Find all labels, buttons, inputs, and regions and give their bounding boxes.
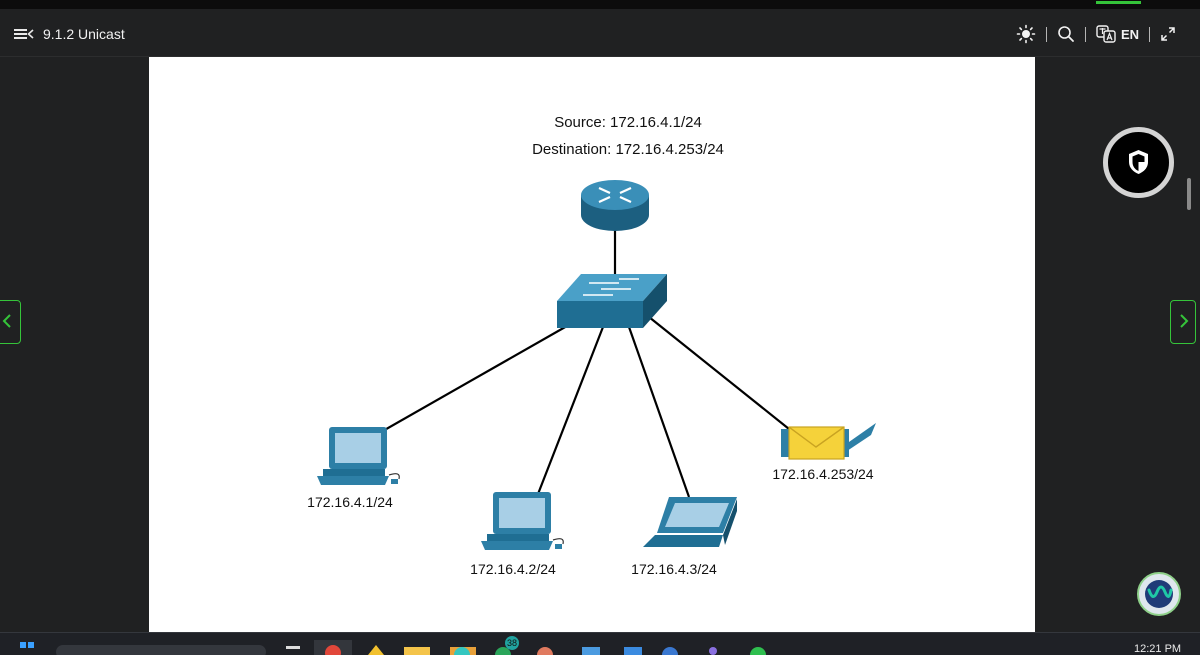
- content-area: Source: 172.16.4.1/24 Destination: 172.1…: [149, 57, 1035, 632]
- menu-collapse-icon: [27, 29, 34, 39]
- system-clock: 12:21 PM: [1134, 643, 1182, 655]
- chevron-right-icon: [1180, 314, 1189, 328]
- taskbar-app-icon[interactable]: [454, 647, 470, 655]
- switch-icon: [557, 274, 667, 328]
- taskbar-app-icon[interactable]: [495, 647, 511, 655]
- pc-icon: [317, 427, 400, 485]
- separator: [1084, 26, 1086, 42]
- link-switch-destination: [648, 316, 790, 430]
- separator: [1149, 26, 1150, 42]
- search-box[interactable]: [56, 645, 266, 655]
- windows-start-icon[interactable]: [20, 642, 34, 648]
- pc-icon: [481, 492, 564, 550]
- menu-line: [14, 29, 27, 31]
- host-label: 172.16.4.1/24: [307, 494, 393, 510]
- menu-line: [14, 33, 27, 35]
- teams-icon[interactable]: [709, 647, 717, 655]
- shield-icon: [1129, 150, 1148, 174]
- chrome-icon[interactable]: [325, 645, 341, 655]
- scrollbar-thumb[interactable]: [1187, 178, 1191, 210]
- notification-badge: [505, 636, 519, 650]
- router-icon: [581, 180, 649, 231]
- os-taskbar: 38 12:21 PM: [0, 632, 1200, 655]
- link-switch-laptop: [627, 326, 691, 498]
- expand-icon[interactable]: [1160, 26, 1176, 42]
- host-label: 172.16.4.3/24: [631, 561, 717, 577]
- webex-icon: [1145, 580, 1173, 608]
- destination-label: Destination: 172.16.4.253/24: [532, 141, 724, 158]
- taskbar-app-icon[interactable]: [750, 647, 766, 655]
- taskbar-icons: 38: [20, 636, 766, 655]
- search-icon[interactable]: [1057, 25, 1075, 43]
- menu-line: [14, 37, 27, 39]
- security-button[interactable]: [1103, 127, 1174, 198]
- language-selector[interactable]: EN: [1120, 26, 1139, 42]
- link-switch-pc2: [536, 326, 605, 495]
- top-strip: [0, 0, 1200, 9]
- source-label: Source: 172.16.4.1/24: [554, 114, 702, 131]
- network-links: [380, 229, 790, 498]
- menu-collapse-button[interactable]: [14, 25, 34, 43]
- chevron-left-icon: [2, 314, 11, 328]
- header-bar: 9.1.2 Unicast: [0, 9, 1200, 57]
- taskbar-app-icon[interactable]: [537, 647, 553, 655]
- assistant-button[interactable]: [1137, 572, 1181, 616]
- page-title: 9.1.2 Unicast: [43, 26, 125, 42]
- taskbar-app-icon[interactable]: [624, 647, 642, 655]
- link-switch-pc1: [380, 321, 575, 433]
- taskbar-app-icon[interactable]: [662, 647, 678, 655]
- separator: [1045, 26, 1047, 42]
- taskbar-app-icon[interactable]: [582, 647, 600, 655]
- notification-count: 38: [507, 638, 517, 648]
- task-view-icon[interactable]: [286, 646, 300, 649]
- taskbar-app-icon[interactable]: [368, 645, 384, 655]
- header-toolbar: EN: [1016, 23, 1176, 45]
- unicast-diagram: Source: 172.16.4.1/24 Destination: 172.1…: [307, 114, 876, 577]
- progress-accent: [1096, 1, 1141, 4]
- host-label: 172.16.4.2/24: [470, 561, 556, 577]
- sun-icon[interactable]: [1016, 24, 1036, 44]
- next-page-button[interactable]: [1170, 300, 1196, 344]
- envelope-icon: [788, 426, 845, 460]
- laptop-icon: [643, 497, 737, 547]
- file-explorer-icon[interactable]: [404, 647, 430, 655]
- previous-page-button[interactable]: [0, 300, 21, 344]
- host-label: 172.16.4.253/24: [772, 466, 873, 482]
- translate-icon[interactable]: [1096, 25, 1116, 43]
